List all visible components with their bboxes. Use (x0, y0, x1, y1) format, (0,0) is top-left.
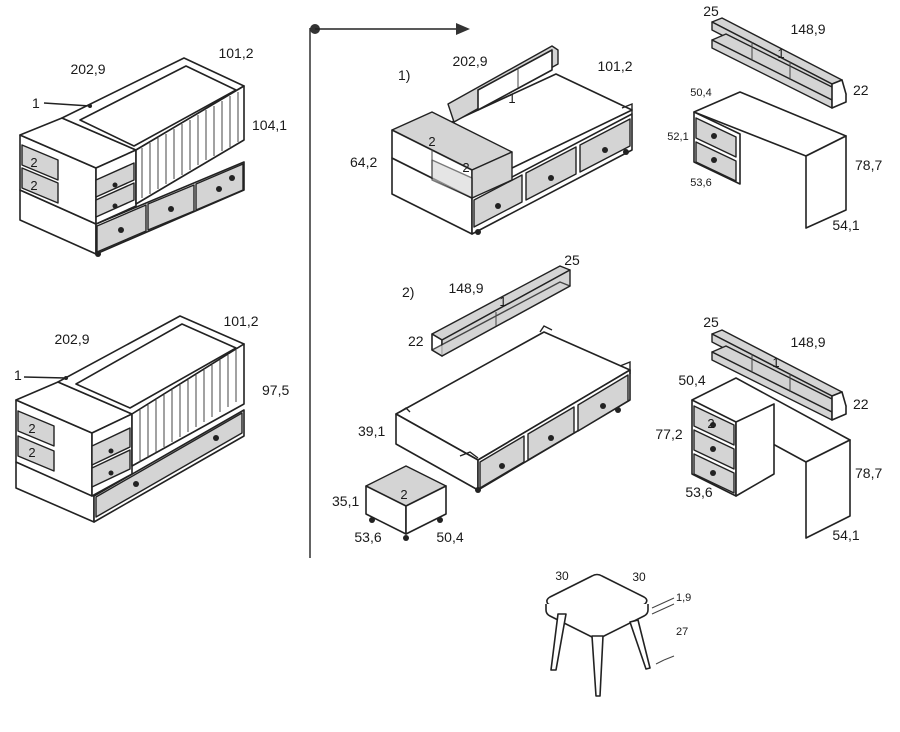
bed-option-1 (391, 45, 633, 235)
crib1-length-label: 202,9 (70, 61, 105, 77)
stool-h-label: 27 (676, 626, 688, 638)
desk2-depth-label: 54,1 (832, 527, 859, 543)
crib1-height-label: 104,1 (252, 117, 287, 133)
opt2-shelf-length-label: 148,9 (448, 280, 483, 296)
opt2-box-w-label: 53,6 (354, 529, 381, 545)
crib2-width-label: 101,2 (223, 313, 258, 329)
opt2-shelf-height-label: 22 (408, 333, 424, 349)
opt2-shelf-part-label: 1 (499, 294, 506, 309)
desk2-shelf-length-label: 148,9 (790, 334, 825, 350)
desk1-drawer-w-label: 53,6 (690, 177, 711, 189)
crib2-part1-label: 1 (14, 367, 22, 383)
desk2-shelf-depth-label: 25 (703, 314, 719, 330)
crib2-length-label: 202,9 (54, 331, 89, 347)
desk2-drawer-part-label: 2 (707, 416, 714, 431)
crib1-width-label: 101,2 (218, 45, 253, 61)
opt1-part2b-label: 2 (462, 160, 469, 175)
opt2-shelf-depth-label: 25 (564, 252, 580, 268)
stool-w-label: 30 (555, 569, 569, 583)
desk2-shelf-part-label: 1 (772, 355, 779, 370)
desk1-top-d-label: 50,4 (690, 87, 711, 99)
opt1-length-label: 202,9 (452, 53, 487, 69)
crib-middle-left (15, 315, 245, 523)
crib2-part2a-label: 2 (28, 421, 35, 436)
opt1-marker: 1) (398, 67, 410, 83)
desk1-shelf-part-label: 1 (777, 46, 784, 61)
crib2-height-label: 97,5 (262, 382, 289, 398)
desk2-shelf-height-label: 22 (853, 396, 869, 412)
bed-option-2 (365, 265, 631, 541)
desk1-height-label: 78,7 (855, 157, 882, 173)
opt1-width-label: 101,2 (597, 58, 632, 74)
desk-middle-right (691, 329, 851, 539)
crib-top-left (19, 57, 245, 257)
opt2-marker: 2) (402, 284, 414, 300)
desk1-shelf-length-label: 148,9 (790, 21, 825, 37)
crib1-part2a-label: 2 (30, 155, 37, 170)
opt2-box-height-label: 35,1 (332, 493, 359, 509)
desk2-drawer-w-label: 53,6 (685, 484, 712, 500)
desk1-depth-label: 54,1 (832, 217, 859, 233)
divider-arrow (309, 23, 470, 558)
stool (545, 573, 675, 697)
opt2-box-d-label: 50,4 (436, 529, 463, 545)
desk1-drawer-h-label: 52,1 (667, 131, 688, 143)
crib1-part1-label: 1 (32, 95, 40, 111)
opt2-box-part-label: 2 (400, 487, 407, 502)
desk-top-right (693, 17, 847, 229)
desk2-drawer-h-label: 77,2 (655, 426, 682, 442)
desk1-shelf-height-label: 22 (853, 82, 869, 98)
opt1-height-label: 64,2 (350, 154, 377, 170)
opt2-bed-height-label: 39,1 (358, 423, 385, 439)
opt1-part1-label: 1 (508, 91, 515, 106)
desk2-top-d-label: 50,4 (678, 372, 705, 388)
opt1-part2a-label: 2 (428, 134, 435, 149)
desk2-height-label: 78,7 (855, 465, 882, 481)
stool-d-label: 30 (632, 570, 646, 584)
crib2-part2b-label: 2 (28, 445, 35, 460)
crib1-part2b-label: 2 (30, 178, 37, 193)
desk1-shelf-depth-label: 25 (703, 3, 719, 19)
stool-top-label: 1,9 (676, 592, 691, 604)
